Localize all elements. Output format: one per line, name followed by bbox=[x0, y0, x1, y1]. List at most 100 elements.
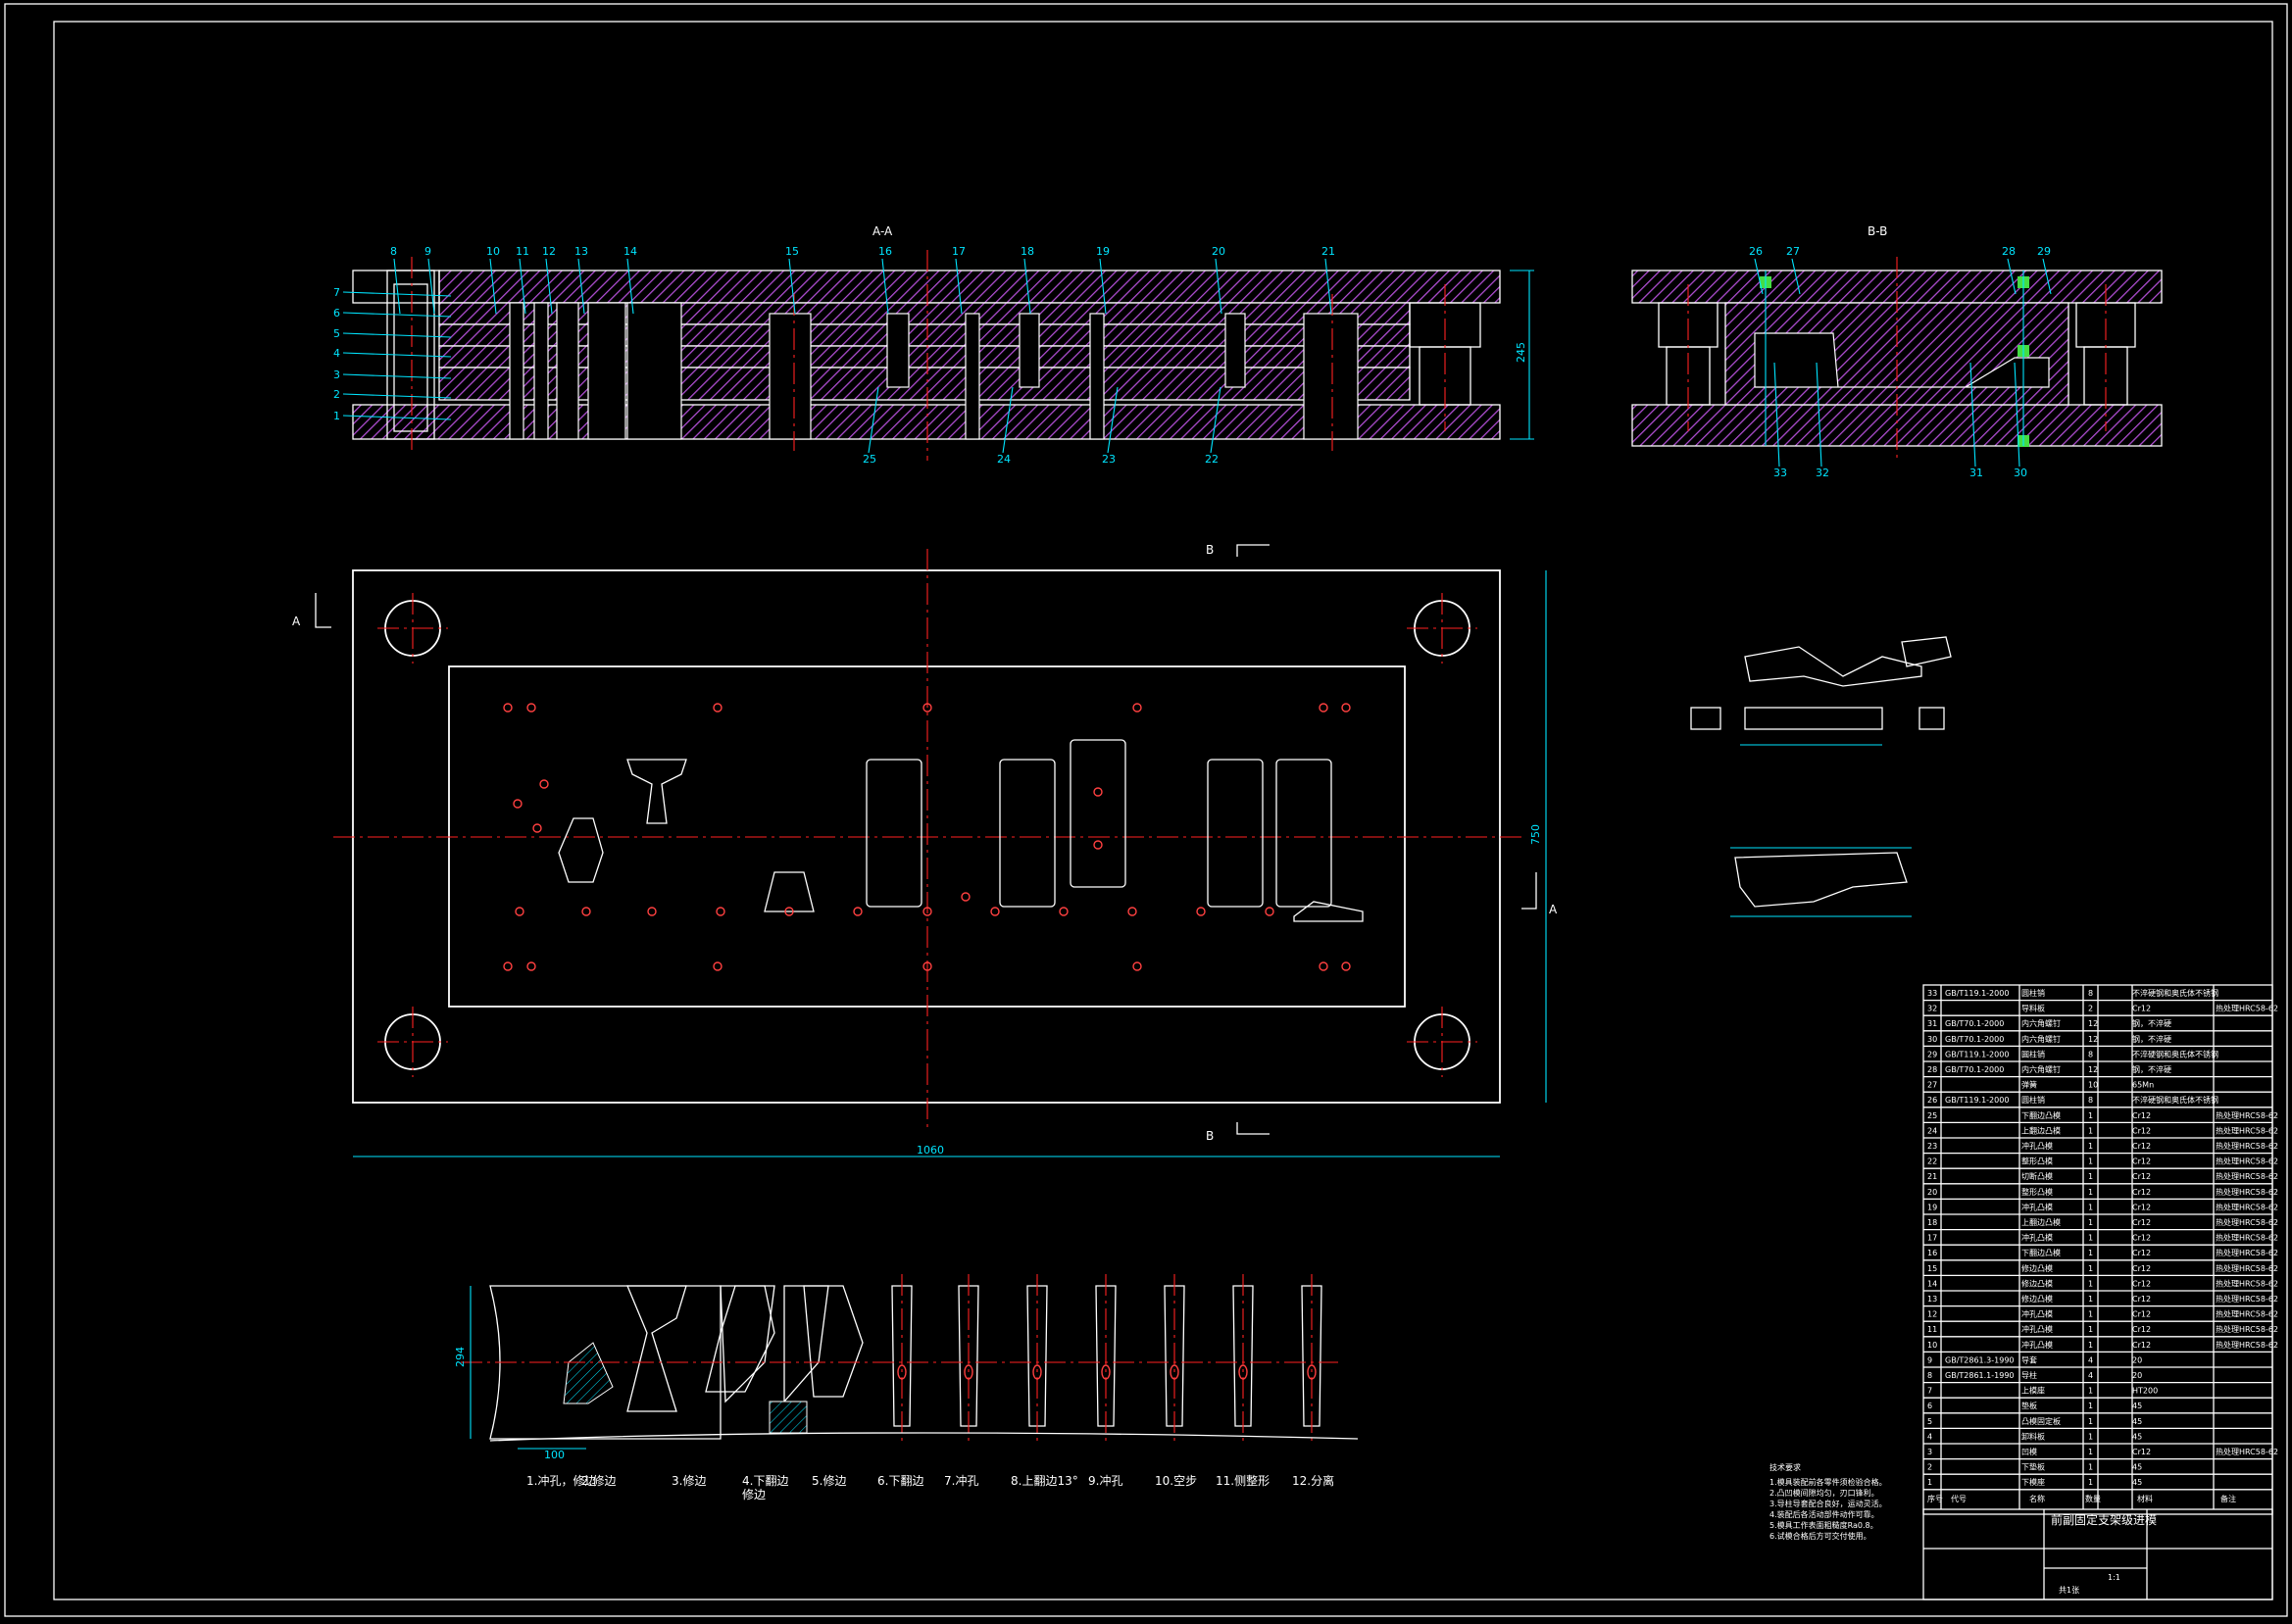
pilot-hole bbox=[1093, 787, 1103, 797]
bom-cell: 1 bbox=[2088, 1387, 2093, 1396]
bom-cell: Cr12 bbox=[2132, 1142, 2151, 1151]
bom-cell: 修边凸模 bbox=[2021, 1294, 2053, 1304]
bom-cell: 修边凸模 bbox=[2021, 1263, 2053, 1273]
pilot-hole bbox=[1319, 703, 1328, 713]
aa-callout-left: 1 bbox=[333, 410, 340, 422]
bom-cell: 1 bbox=[2088, 1432, 2093, 1441]
bom-cell: 26 bbox=[1927, 1096, 1937, 1105]
bom-cell: 1 bbox=[2088, 1126, 2093, 1135]
bom-cell: 冲孔凸模 bbox=[2021, 1324, 2053, 1334]
bom-cell: GB/T119.1-2000 bbox=[1945, 1050, 2009, 1058]
pilot-hole bbox=[1341, 961, 1351, 971]
inner-frame bbox=[53, 21, 2273, 1600]
tech-req-line: 5.模具工作表面粗糙度Ra0.8。 bbox=[1769, 1520, 1878, 1530]
bom-cell: 热处理HRC58-62 bbox=[2216, 1324, 2278, 1334]
aa-callout-top: 16 bbox=[878, 245, 892, 258]
bom-cell: Cr12 bbox=[2132, 1279, 2151, 1288]
bom-cell: 热处理HRC58-62 bbox=[2216, 1187, 2278, 1197]
tech-req-line: 1.模具装配前各零件须检验合格。 bbox=[1769, 1477, 1887, 1487]
bom-cell: 钢，不淬硬 bbox=[2132, 1034, 2171, 1044]
section-arrow-a-left: A bbox=[292, 615, 301, 628]
pilot-hole bbox=[990, 907, 1000, 916]
aa-callout-left: 3 bbox=[333, 369, 340, 381]
aa-callout-top: 12 bbox=[542, 245, 556, 258]
bom-cell: 热处理HRC58-62 bbox=[2216, 1309, 2278, 1319]
bom-cell: 热处理HRC58-62 bbox=[2216, 1141, 2278, 1151]
bom-cell: 上模座 bbox=[2021, 1386, 2045, 1396]
bom-cell: 65Mn bbox=[2132, 1081, 2154, 1090]
bom-cell: HT200 bbox=[2132, 1387, 2158, 1396]
bom-cell: 8 bbox=[2088, 1050, 2093, 1058]
aa-callout-top: 17 bbox=[952, 245, 966, 258]
bom-cell: 导套 bbox=[2021, 1354, 2037, 1364]
strip-step-label: 11.侧整形 bbox=[1216, 1473, 1270, 1488]
bom-cell: 凸模固定板 bbox=[2021, 1416, 2061, 1426]
bb-callout-top: 29 bbox=[2037, 245, 2051, 258]
pilot-hole bbox=[1341, 703, 1351, 713]
bom-header-cell: 数量 bbox=[2085, 1494, 2101, 1503]
bom-cell: 内六角螺钉 bbox=[2021, 1018, 2061, 1028]
bom-cell: 热处理HRC58-62 bbox=[2216, 1248, 2278, 1257]
bom-cell: 修边凸模 bbox=[2021, 1278, 2053, 1288]
bb-callout-bottom: 30 bbox=[2014, 467, 2027, 479]
bb-callout-bottom: 33 bbox=[1773, 467, 1787, 479]
bom-header-cell: 名称 bbox=[2029, 1494, 2045, 1503]
bom-cell: 切断凸模 bbox=[2021, 1171, 2053, 1181]
bom-cell: 45 bbox=[2132, 1463, 2142, 1472]
bom-cell: 下翻边凸模 bbox=[2021, 1110, 2061, 1120]
pilot-hole bbox=[539, 779, 549, 789]
aa-callout-top: 11 bbox=[516, 245, 529, 258]
bom-cell: 20 bbox=[1927, 1188, 1937, 1197]
bom-cell: 1 bbox=[2088, 1463, 2093, 1472]
bom-cell: 钢，不淬硬 bbox=[2132, 1064, 2171, 1074]
strip-step-label: 12.分离 bbox=[1292, 1473, 1334, 1488]
bom-cell: 4 bbox=[2088, 1355, 2093, 1364]
bom-cell: Cr12 bbox=[2132, 1448, 2151, 1456]
bom-cell: 17 bbox=[1927, 1234, 1937, 1243]
bom-cell: 5 bbox=[1927, 1417, 1932, 1426]
bom-cell: 45 bbox=[2132, 1478, 2142, 1487]
strip-step-label: 3.修边 bbox=[672, 1473, 706, 1488]
bom-cell: 4 bbox=[2088, 1371, 2093, 1380]
pilot-hole bbox=[784, 907, 794, 916]
aa-height-dim: 245 bbox=[1515, 342, 1527, 363]
pilot-hole bbox=[716, 907, 725, 916]
bom-cell: 1 bbox=[2088, 1448, 2093, 1456]
tech-req-line: 6.试模合格后方可交付使用。 bbox=[1769, 1531, 1871, 1541]
plan-view: 1060 750 B B A A bbox=[292, 543, 1558, 1157]
bom-cell: 垫板 bbox=[2021, 1401, 2037, 1410]
bom-cell: GB/T70.1-2000 bbox=[1945, 1019, 2004, 1028]
strip-step-label: 6.下翻边 bbox=[877, 1474, 923, 1488]
bb-callout-bottom: 31 bbox=[1969, 467, 1983, 479]
strip-step-label: 5.修边 bbox=[812, 1473, 846, 1488]
bom-cell: 不淬硬钢和奥氏体不锈钢 bbox=[2132, 988, 2218, 998]
bom-cell: 1 bbox=[2088, 1478, 2093, 1487]
bom-cell: 不淬硬钢和奥氏体不锈钢 bbox=[2132, 1049, 2218, 1058]
strip-step-label: 7.冲孔 bbox=[944, 1473, 978, 1488]
bom-cell: 1 bbox=[2088, 1203, 2093, 1211]
bom-cell: GB/T2861.1-1990 bbox=[1945, 1371, 2015, 1380]
pilot-hole bbox=[647, 907, 657, 916]
bom-cell: 8 bbox=[1927, 1371, 1932, 1380]
bom-cell: 1 bbox=[2088, 1310, 2093, 1319]
section-arrow-b-top: B bbox=[1206, 543, 1214, 557]
bom-cell: 下垫板 bbox=[2021, 1462, 2045, 1472]
pilot-hole bbox=[922, 703, 932, 713]
tech-req-title: 技术要求 bbox=[1769, 1462, 1801, 1472]
strip-step-label: 8.上翻边13° bbox=[1011, 1474, 1078, 1488]
bom-cell: 23 bbox=[1927, 1142, 1937, 1151]
bom-header-cell: 材料 bbox=[2137, 1494, 2153, 1503]
bom-cell: 25 bbox=[1927, 1111, 1937, 1120]
bom-cell: 20 bbox=[2132, 1355, 2142, 1364]
bom-cell: Cr12 bbox=[2132, 1005, 2151, 1013]
pilot-hole bbox=[922, 907, 932, 916]
bom-cell: 圆柱销 bbox=[2021, 1095, 2045, 1105]
pilot-hole bbox=[1093, 840, 1103, 850]
